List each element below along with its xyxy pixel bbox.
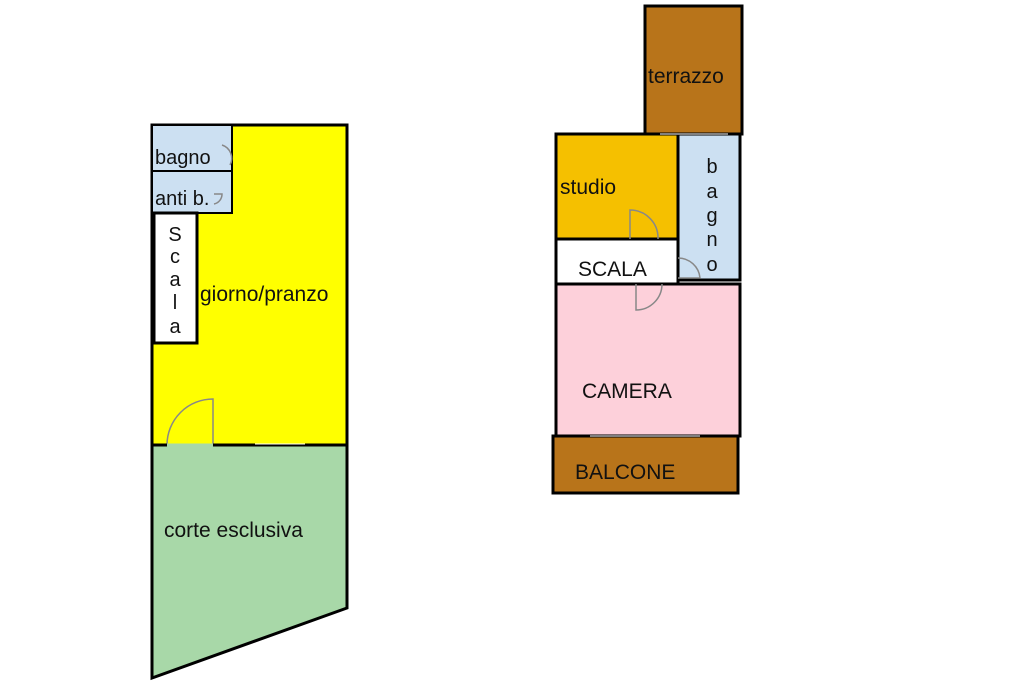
stair-upper xyxy=(554,237,680,286)
label-scala-upper: SCALA xyxy=(578,258,647,281)
door-arc-entrance xyxy=(166,398,214,446)
door-arc-studio xyxy=(629,209,659,240)
room-balcone xyxy=(551,434,740,495)
label-anti-bagno: anti b. xyxy=(155,188,209,210)
label-bagno-upper-0: b xyxy=(706,156,717,178)
door-arc-bagno xyxy=(221,144,233,166)
label-balcone: BALCONE xyxy=(575,461,675,484)
label-bagno-upper-1: a xyxy=(706,181,718,203)
label-scala-ground-3: l xyxy=(173,292,177,314)
label-terrazzo: terrazzo xyxy=(648,65,724,88)
label-scala-ground-1: c xyxy=(170,246,180,268)
label-bagno-upper-3: n xyxy=(706,229,717,251)
label-bagno-ground: bagno xyxy=(155,147,211,169)
label-scala-ground-4: a xyxy=(169,316,181,338)
upper-floor-plan: terrazzo studio b a g n o SCALA CAMERA B… xyxy=(551,4,744,495)
room-terrazzo xyxy=(643,4,744,136)
door-arc-anti xyxy=(213,193,223,205)
label-scala-ground-2: a xyxy=(169,269,181,291)
label-bagno-upper-2: g xyxy=(706,205,717,227)
label-scala-ground-0: S xyxy=(168,224,181,246)
door-arc-camera xyxy=(635,283,663,311)
room-camera xyxy=(554,282,742,438)
label-bagno-upper-4: o xyxy=(706,254,717,276)
label-camera: CAMERA xyxy=(582,380,672,403)
stair-ground xyxy=(152,211,199,345)
door-arc-bagno-upper xyxy=(677,257,701,279)
label-studio: studio xyxy=(560,176,616,199)
label-corte-esclusiva: corte esclusiva xyxy=(164,519,303,542)
label-giorno-pranzo: giorno/pranzo xyxy=(200,283,328,306)
room-corte-esclusiva xyxy=(150,443,349,681)
ground-floor-plan: bagno anti b. S c a l a giorno/pranzo co… xyxy=(150,123,349,681)
